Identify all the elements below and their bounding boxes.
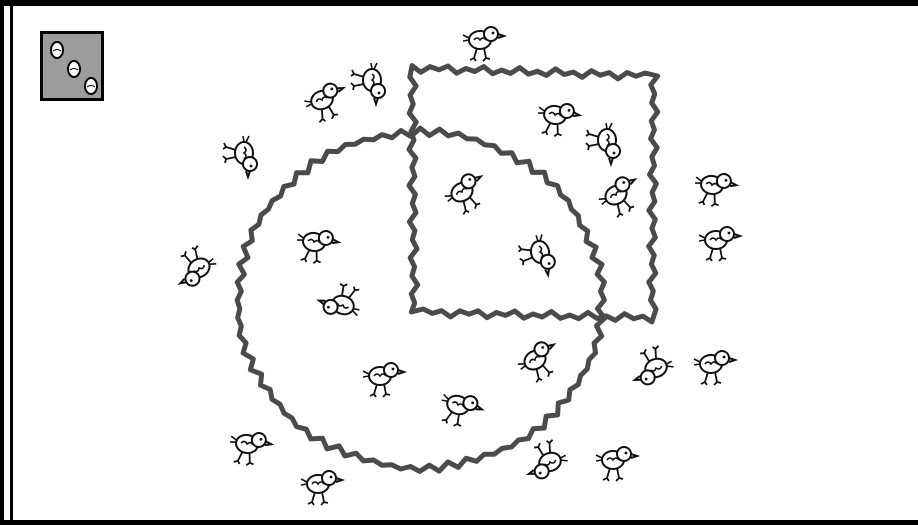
chick[interactable]	[514, 337, 567, 387]
chick[interactable]	[595, 172, 648, 222]
chick[interactable]	[227, 428, 273, 469]
chick[interactable]	[363, 363, 404, 397]
chick[interactable]	[223, 136, 257, 177]
chick[interactable]	[302, 80, 352, 126]
chick[interactable]	[516, 233, 557, 279]
chick[interactable]	[535, 99, 581, 140]
chick[interactable]	[586, 123, 620, 164]
chick[interactable]	[294, 226, 340, 267]
chick[interactable]	[168, 241, 221, 291]
chick[interactable]	[435, 387, 485, 433]
chick[interactable]	[301, 471, 342, 505]
chick[interactable]	[626, 342, 676, 388]
chick[interactable]	[692, 169, 738, 210]
chick[interactable]	[316, 277, 366, 323]
chick[interactable]	[596, 447, 637, 481]
chick[interactable]	[351, 63, 385, 104]
chick[interactable]	[699, 227, 740, 261]
circular-pen	[237, 128, 605, 471]
chick[interactable]	[441, 169, 494, 219]
chick[interactable]	[694, 351, 735, 385]
chick[interactable]	[520, 436, 570, 482]
chick[interactable]	[463, 27, 504, 61]
